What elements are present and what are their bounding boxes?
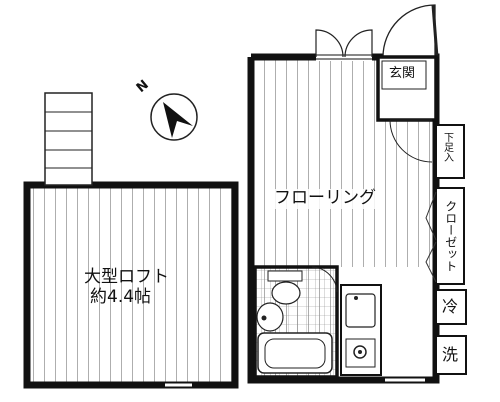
bathroom xyxy=(253,265,339,379)
loft-name-label: 大型ロフト xyxy=(84,267,169,287)
shoe-box-label: 下足入 xyxy=(441,132,453,162)
kitchen-counter xyxy=(340,284,382,376)
balcony-doors xyxy=(315,29,373,61)
washer-label: 洗 xyxy=(437,341,463,369)
shoe-box xyxy=(435,124,465,179)
loft-size-label: 約4.4帖 xyxy=(90,287,152,307)
bottom-window xyxy=(385,377,425,383)
compass-icon xyxy=(150,93,198,141)
inner-door xyxy=(389,119,433,163)
entrance-door xyxy=(382,4,439,61)
closet-label: クローゼット xyxy=(443,200,458,272)
closet xyxy=(425,187,465,285)
loft-room xyxy=(23,181,239,389)
fridge-label: 冷 xyxy=(437,294,463,320)
loft-ladder xyxy=(44,92,93,186)
flooring-label: フローリング xyxy=(272,188,378,209)
entrance-label: 玄関 xyxy=(389,66,416,81)
